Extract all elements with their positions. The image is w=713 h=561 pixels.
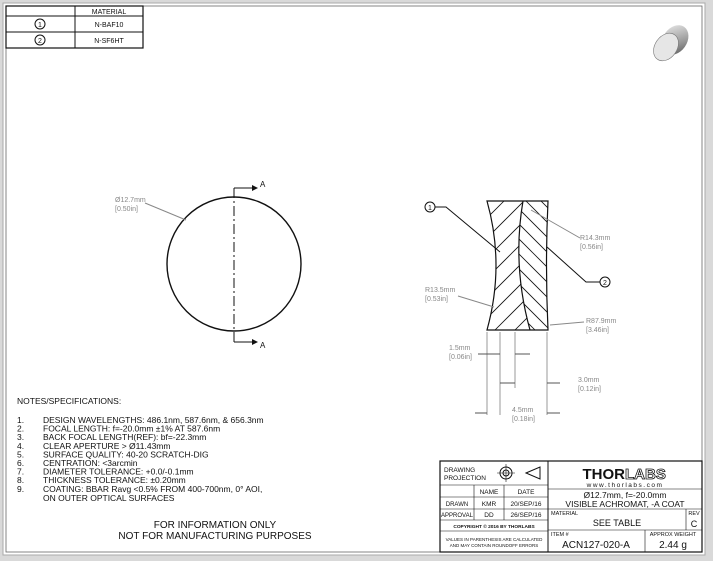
t2-in: [0.12in] [578, 386, 601, 393]
item-number: ACN127-020-A [562, 540, 630, 551]
drawn-date: 20/SEP/16 [510, 501, 541, 508]
approval-label: APPROVAL [441, 513, 474, 519]
t2-mm: 3.0mm [578, 377, 600, 384]
svg-text:LABS: LABS [625, 466, 666, 483]
material-label: MATERIAL [551, 511, 578, 517]
material-table: MATERIAL 1 N-BAF10 2 N-SF6HT [5, 5, 144, 49]
total-in: [0.18in] [512, 416, 535, 423]
material-2: N-SF6HT [94, 38, 124, 45]
projection-label-1: DRAWING [444, 467, 475, 474]
total-mm: 4.5mm [512, 407, 534, 414]
note-number: 9. [17, 484, 24, 494]
note-number: 4. [17, 441, 24, 451]
t1-mm: 1.5mm [449, 345, 471, 352]
front-view: A A Ø12.7mm [0.50in] [115, 180, 302, 350]
weight-value: 2.44 g [659, 540, 687, 551]
diameter-mm: Ø12.7mm [115, 197, 146, 204]
section-label-top: A [260, 180, 266, 189]
note-text: FOCAL LENGTH: f=-20.0mm ±1% AT 587.6nm [43, 424, 220, 434]
section-view: 1 2 R14.3mm [0.56in] R13.5mm [0.53in] R8… [424, 200, 617, 423]
note-number: 2. [17, 424, 24, 434]
copyright: COPYRIGHT © 2016 BY THORLABS [453, 523, 535, 530]
note-text: SURFACE QUALITY: 40-20 SCRATCH-DIG [43, 449, 209, 459]
description-line-1: Ø12.7mm, f=-20.0mm [584, 490, 667, 500]
note-number: 1. [17, 415, 24, 425]
title-block: DRAWING PROJECTION NAME DATE DRAWN KMR 2… [439, 460, 703, 553]
date-header: DATE [518, 489, 536, 496]
drawn-name: KMR [482, 501, 497, 508]
section-balloon-2: 2 [603, 280, 607, 287]
note-text: COATING: BBAR Ravg <0.5% FROM 400-700nm,… [43, 484, 262, 494]
note-text: CLEAR APERTURE > Ø11.43mm [43, 441, 170, 451]
note-9-continued: ON OUTER OPTICAL SURFACES [43, 493, 175, 503]
notes: NOTES/SPECIFICATIONS: 1. DESIGN WAVELENGT… [17, 396, 312, 542]
section-balloon-1: 1 [428, 205, 432, 212]
t1-in: [0.06in] [449, 354, 472, 361]
name-header: NAME [480, 489, 499, 496]
drawn-label: DRAWN [446, 502, 468, 508]
disclaimer-line-1: FOR INFORMATION ONLY [154, 520, 277, 531]
svg-text:THOR: THOR [583, 466, 626, 483]
note-number: 3. [17, 432, 24, 442]
material-value: SEE TABLE [593, 518, 641, 528]
diameter-in: [0.50in] [115, 206, 138, 213]
values-note-2: AND MAY CONTAIN ROUNDOFF ERRORS [450, 543, 539, 548]
note-text: CENTRATION: <3arcmin [43, 458, 138, 468]
note-number: 8. [17, 475, 24, 485]
values-note-1: VALUES IN PARENTHESIS ARE CALCULATED [446, 537, 544, 542]
approval-date: 26/SEP/16 [510, 512, 541, 519]
note-number: 5. [17, 449, 24, 459]
r3-in: [3.46in] [586, 327, 609, 334]
website: www.thorlabs.com [586, 482, 664, 489]
approval-name: DD [484, 512, 494, 519]
r2-in: [0.56in] [580, 244, 603, 251]
first-angle-projection-icon [497, 464, 541, 482]
r1-in: [0.53in] [425, 296, 448, 303]
material-1: N-BAF10 [95, 22, 124, 29]
note-text: BACK FOCAL LENGTH(REF): bf=-22.3mm [43, 432, 206, 442]
note-number: 6. [17, 458, 24, 468]
sheet-border [5, 5, 703, 553]
rev-value: C [691, 519, 698, 529]
note-text: THICKNESS TOLERANCE: ±0.20mm [43, 475, 186, 485]
lens-isometric-image [653, 25, 689, 62]
r2-mm: R14.3mm [580, 235, 611, 242]
note-text: DIAMETER TOLERANCE: +0.0/-0.1mm [43, 467, 194, 477]
notes-title: NOTES/SPECIFICATIONS: [17, 396, 121, 406]
description-line-2: VISIBLE ACHROMAT, -A COAT [565, 499, 684, 509]
thorlabs-logo: THOR LABS [583, 466, 667, 484]
balloon-1: 1 [38, 22, 42, 29]
note-number: 7. [17, 467, 24, 477]
r3-mm: R87.9mm [586, 318, 617, 325]
section-label-bottom: A [260, 341, 266, 350]
balloon-2: 2 [38, 38, 42, 45]
r1-mm: R13.5mm [425, 287, 456, 294]
sheet-paper [2, 2, 706, 556]
projection-label-2: PROJECTION [444, 475, 486, 482]
rev-label: REV [688, 511, 700, 517]
item-label: ITEM # [551, 532, 570, 538]
weight-label: APPROX WEIGHT [650, 532, 697, 538]
note-text: DESIGN WAVELENGTHS: 486.1nm, 587.6nm, & … [43, 415, 264, 425]
material-header: MATERIAL [92, 9, 127, 16]
disclaimer-line-2: NOT FOR MANUFACTURING PURPOSES [118, 531, 311, 542]
